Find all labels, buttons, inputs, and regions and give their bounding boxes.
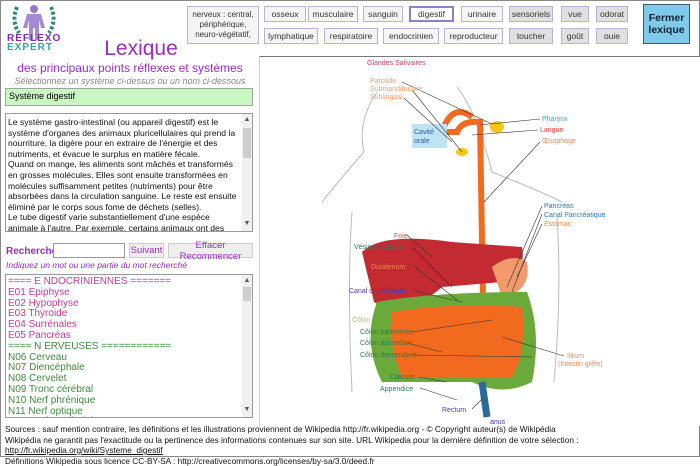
scroll-thumb[interactable] <box>243 287 251 301</box>
clear-restart-button[interactable]: Effacer Recommencer <box>168 243 253 258</box>
diagram-label-langue: Langue <box>540 127 563 134</box>
system-button-musculaire[interactable]: musculaire <box>308 6 358 22</box>
list-item[interactable]: ==== N ERVEUSES ============ <box>8 342 240 353</box>
list-item[interactable]: N12 Nerf vestibulaire <box>8 417 240 418</box>
system-button-endocrinien[interactable]: endocrinien <box>383 28 439 44</box>
search-label: Recherche <box>6 246 57 257</box>
system-button-lymphatique[interactable]: lymphatique <box>264 28 318 44</box>
footer-line-sources: Sources : sauf mention contraire, les dé… <box>5 424 700 435</box>
system-button-ouie[interactable]: ouie <box>596 28 628 44</box>
diagram-label-canal_pancreatique: Canal Pancréatique <box>544 212 606 219</box>
system-button-digestif[interactable]: digestif <box>409 6 454 22</box>
wikipedia-url-link[interactable]: http://fr.wikipedia.org/wiki/Systeme_dig… <box>5 445 163 455</box>
diagram-label-pharynx: Pharynx <box>542 116 568 123</box>
points-list[interactable]: ==== E NDOCRINIENNES =======E01 Epiphyse… <box>5 274 253 418</box>
logo-text: EXPERT <box>7 42 53 53</box>
system-button-osseux[interactable]: osseux <box>264 6 306 22</box>
diagram-label-colon_t: Côlon transverse <box>360 329 413 336</box>
diagram-label-colon_a: Côlon ascendant <box>360 340 413 347</box>
list-item[interactable]: N10 Nerf phrénique <box>8 396 240 407</box>
stomach-shape <box>492 258 528 297</box>
diagram-label-submandibulaire: Submandibulaire <box>370 86 423 93</box>
diagram-label-sublingual: Sublingual <box>370 94 403 101</box>
instruction-text: Sélectionnez un système ci-dessus ou un … <box>1 76 259 86</box>
system-button-vue[interactable]: vue <box>561 6 589 22</box>
scrollbar[interactable]: ▲▼ <box>242 114 252 231</box>
scroll-up-icon[interactable]: ▲ <box>242 115 252 126</box>
system-button-sanguin[interactable]: sanguin <box>363 6 403 22</box>
page-subtitle: des principaux points réflexes et systèm… <box>1 61 259 75</box>
reflexo-expert-logo: REFLEXO EXPERT <box>3 3 65 49</box>
system-button-nerveux[interactable]: nerveux : central, périphérique, neuro-v… <box>187 6 259 44</box>
diagram-label-estomac: Estomac <box>544 221 572 228</box>
close-lexique-button[interactable]: Fermer lexique <box>643 4 690 44</box>
page-title: Lexique <box>91 37 191 61</box>
description-textarea[interactable]: Le système gastro-intestinal (ou apparei… <box>5 113 253 232</box>
diagram-label-parotide: Parotide <box>370 78 396 85</box>
system-button-odorat[interactable]: odorat <box>596 6 628 22</box>
footer-sources: Sources : sauf mention contraire, les dé… <box>5 424 700 466</box>
diagram-label-caecum: Cæcum <box>390 374 415 381</box>
search-hint: Indiquez un mot ou une partie du mot rec… <box>6 260 187 270</box>
footer-disclaimer-text: Wikipédia ne garantit pas l'exactitude o… <box>5 435 579 445</box>
search-input[interactable] <box>53 243 125 258</box>
system-button-reproducteur[interactable]: reproducteur <box>444 28 503 44</box>
diagram-label-ileum2: (Intestin grêle) <box>558 361 603 368</box>
scroll-thumb[interactable] <box>243 128 251 158</box>
diagram-label-appendice: Appendice <box>380 386 413 393</box>
diagram-label-oesophage: Œsophage <box>542 138 576 145</box>
description-text: Le système gastro-intestinal (ou apparei… <box>8 117 240 232</box>
footer-line-license: Définitions Wikipedia sous licence CC-BY… <box>5 456 700 466</box>
scroll-down-icon[interactable]: ▼ <box>242 405 252 416</box>
diagram-label-cavite1: Cavité <box>414 129 434 136</box>
scrollbar[interactable]: ▲▼ <box>242 275 252 417</box>
rectum-shape <box>482 382 487 417</box>
diagram-label-vesicule: Vésicule biliaire <box>354 244 403 251</box>
diagram-label-pancreas: Pancréas <box>544 203 574 210</box>
system-button-urinaire[interactable]: urinaire <box>461 6 503 22</box>
diagram-label-colon_d: Côlon descendant <box>360 352 416 359</box>
system-button-toucher[interactable]: toucher <box>509 28 553 44</box>
diagram-label-rectum: Rectum <box>442 407 466 414</box>
next-button[interactable]: Suivant <box>129 243 164 258</box>
diagram-label-ileum: Iléum <box>567 353 584 360</box>
footer-line-disclaimer: Wikipédia ne garantit pas l'exactitude o… <box>5 435 700 456</box>
scroll-down-icon[interactable]: ▼ <box>242 219 252 230</box>
list-item[interactable]: E01 Epiphyse <box>8 288 240 299</box>
system-button-goût[interactable]: goût <box>561 28 589 44</box>
scroll-up-icon[interactable]: ▲ <box>242 276 252 287</box>
diagram-label-glandes: Glandes Salivaires <box>367 60 426 67</box>
system-button-respiratoire[interactable]: respiratoire <box>324 28 378 44</box>
diagram-label-colon: Côlon <box>352 317 370 324</box>
diagram-label-duodenum: Duodenum <box>371 264 405 271</box>
selected-system-field[interactable]: Système digestif <box>5 88 253 106</box>
diagram-label-choledoque: Canal cholédoque <box>349 288 406 295</box>
system-button-sensoriels[interactable]: sensoriels <box>509 6 553 22</box>
diagram-label-cavite2: orale <box>414 138 430 145</box>
diagram-label-foie: Foie <box>394 233 408 240</box>
